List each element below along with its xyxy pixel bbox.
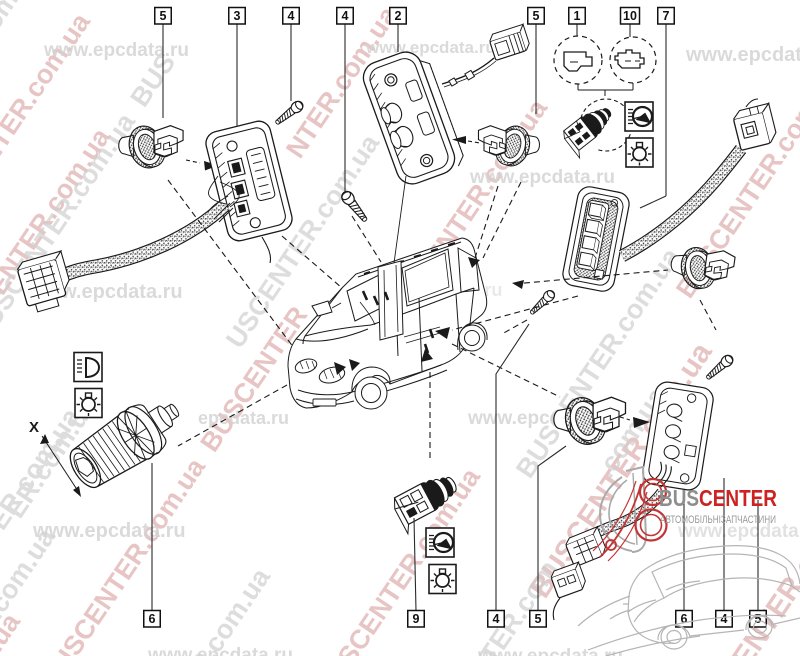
svg-text:www.epcdata.ru: www.epcdata.ru	[43, 40, 189, 61]
svg-text:АВТОМОБІЛЬНІЗАПЧАСТИНИ: АВТОМОБІЛЬНІЗАПЧАСТИНИ	[660, 514, 776, 526]
svg-text:4: 4	[288, 9, 295, 23]
svg-text:1: 1	[574, 9, 581, 23]
svg-text:6: 6	[681, 612, 688, 626]
svg-text:9: 9	[413, 612, 420, 626]
svg-text:4: 4	[342, 9, 349, 23]
svg-text:www.epcdata.ru: www.epcdata.ru	[365, 38, 496, 57]
svg-text:5: 5	[755, 612, 762, 626]
svg-text:www.epcdata.ru: www.epcdata.ru	[477, 646, 623, 656]
svg-text:4: 4	[721, 612, 728, 626]
svg-text:www.epcdata.ru: www.epcdata.ru	[685, 44, 800, 66]
svg-text:6: 6	[149, 612, 156, 626]
svg-text:www.epcdata.ru: www.epcdata.ru	[32, 520, 186, 542]
svg-text:www.epcdata.ru: www.epcdata.ru	[677, 521, 800, 542]
svg-text:5: 5	[533, 9, 540, 23]
svg-text:epcdata.ru: epcdata.ru	[198, 408, 289, 428]
svg-text:7: 7	[663, 9, 670, 23]
svg-text:2: 2	[395, 9, 402, 23]
svg-text:X: X	[29, 419, 39, 436]
svg-text:5: 5	[535, 612, 542, 626]
svg-text:BUSCENTER: BUSCENTER	[659, 485, 777, 511]
svg-text:5: 5	[160, 9, 167, 23]
svg-text:3: 3	[234, 9, 241, 23]
svg-text:www.epcdata.ru: www.epcdata.ru	[29, 281, 183, 303]
svg-text:4: 4	[493, 612, 500, 626]
svg-text:www.epcdata.ru: www.epcdata.ru	[469, 167, 615, 188]
svg-text:10: 10	[623, 9, 637, 23]
svg-text:www.epcdata.ru: www.epcdata.ru	[147, 645, 293, 656]
